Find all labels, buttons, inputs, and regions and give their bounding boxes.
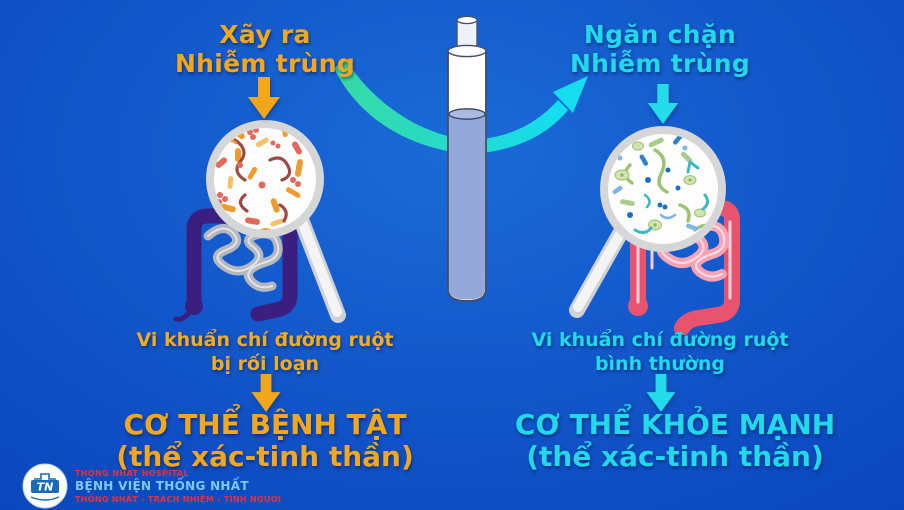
left-caption-line2: bị rối loạn xyxy=(210,353,320,375)
right-caption-down-arrow-icon xyxy=(646,374,676,412)
bacteria-healthy xyxy=(612,134,715,235)
right-caption-line1: Vi khuẩn chí đường ruột xyxy=(531,329,789,351)
left-title-down-arrow-icon xyxy=(248,77,280,119)
right-result: CƠ THỂ KHỎE MẠNH (thể xác-tinh thần) xyxy=(495,409,855,473)
left-title: Xãy ra Nhiễm trùng xyxy=(110,20,420,78)
left-result-line1: CƠ THỂ BỆNH TẬT xyxy=(123,408,407,441)
unhealthy-gut-illustration xyxy=(173,120,346,323)
healthy-gut-illustration xyxy=(569,126,740,335)
left-title-line1: Xãy ra xyxy=(219,20,311,49)
logo-monogram: TN xyxy=(37,481,54,494)
hospital-logo-emblem-icon: TN xyxy=(22,463,68,509)
right-caption: Vi khuẩn chí đường ruột bình thường xyxy=(505,328,815,376)
left-title-line2: Nhiễm trùng xyxy=(174,49,356,78)
hospital-logo-text: THONG NHAT HOSPITAL BỆNH VIỆN THỐNG NHẤT… xyxy=(75,468,281,505)
right-title-line2: Nhiễm trùng xyxy=(569,49,751,78)
probiotic-tube-illustration xyxy=(334,15,588,302)
logo-line1: THONG NHAT HOSPITAL xyxy=(75,468,190,478)
left-caption-down-arrow-icon xyxy=(251,374,281,412)
right-title-down-arrow-icon xyxy=(647,84,679,124)
left-caption: Vi khuẩn chí đường ruột bị rối loạn xyxy=(110,328,420,376)
right-title: Ngăn chặn Nhiễm trùng xyxy=(505,20,815,78)
magnifier-handle xyxy=(569,224,629,318)
curved-arrow xyxy=(334,60,588,154)
right-result-line2: (thể xác-tinh thần) xyxy=(526,440,824,473)
logo-line3: THỐNG NHẤT - TRÁCH NHIỆM - TÌNH NGƯỜI xyxy=(75,494,282,504)
right-title-line1: Ngăn chặn xyxy=(583,20,737,49)
test-tube xyxy=(447,15,487,302)
left-caption-line1: Vi khuẩn chí đường ruột xyxy=(136,329,394,351)
hospital-logo: TN THONG NHAT HOSPITAL BỆNH VIỆN THỐNG N… xyxy=(22,463,281,509)
right-result-line1: CƠ THỂ KHỎE MẠNH xyxy=(514,408,836,441)
left-result: CƠ THỂ BỆNH TẬT (thể xác-tinh thần) xyxy=(85,409,445,473)
right-caption-line2: bình thường xyxy=(594,353,726,375)
magnifier-handle xyxy=(294,214,346,323)
logo-line2: BỆNH VIỆN THỐNG NHẤT xyxy=(75,478,249,493)
left-result-line2: (thể xác-tinh thần) xyxy=(116,440,414,473)
